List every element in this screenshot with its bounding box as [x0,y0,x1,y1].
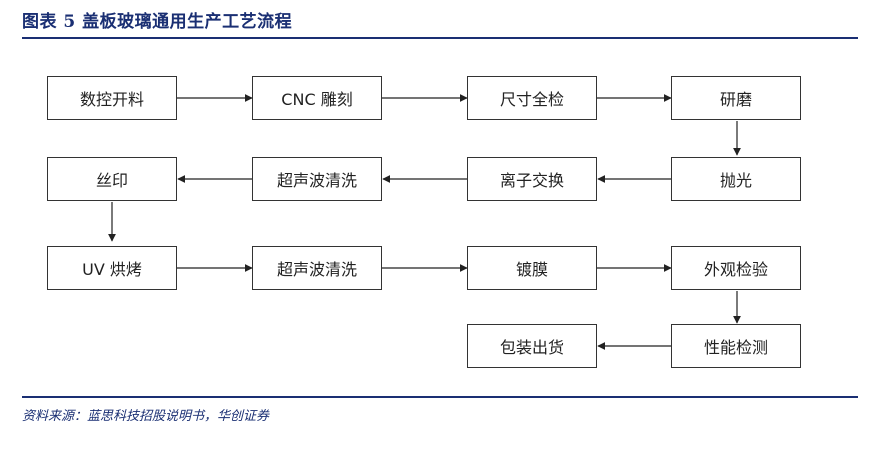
step-cnc-engraving: CNC 雕刻 [252,76,382,120]
step-performance-testing: 性能检测 [671,324,801,368]
step-grinding: 研磨 [671,76,801,120]
step-ultrasonic-cleaning-1: 超声波清洗 [252,157,382,201]
figure-title: 图表 5 盖板玻璃通用生产工艺流程 [22,12,293,32]
title-rule [22,37,858,39]
step-coating: 镀膜 [467,246,597,290]
step-dimension-inspection: 尺寸全检 [467,76,597,120]
step-polishing: 抛光 [671,157,801,201]
step-ion-exchange: 离子交换 [467,157,597,201]
step-silk-printing: 丝印 [47,157,177,201]
step-cnc-cutting: 数控开料 [47,76,177,120]
source-note: 资料来源：蓝思科技招股说明书，华创证券 [22,409,270,424]
step-uv-baking: UV 烘烤 [47,246,177,290]
step-ultrasonic-cleaning-2: 超声波清洗 [252,246,382,290]
source-rule [22,396,858,398]
step-visual-inspection: 外观检验 [671,246,801,290]
step-packaging-shipping: 包装出货 [467,324,597,368]
